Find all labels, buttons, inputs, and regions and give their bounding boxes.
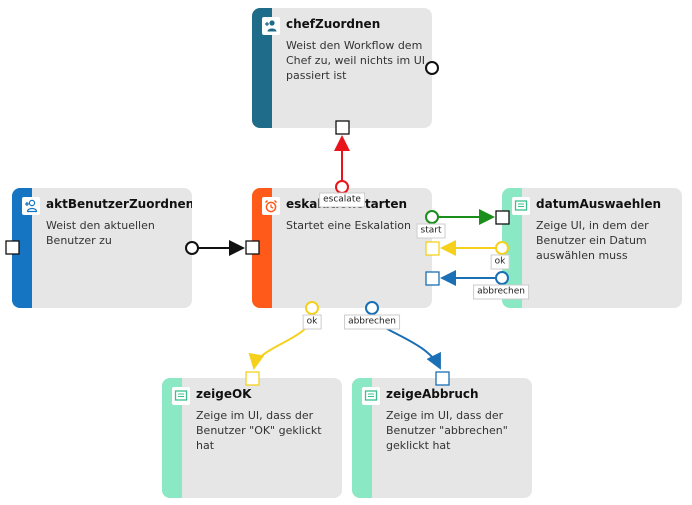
node-zeigeOK[interactable]: zeigeOK Zeige im UI, dass der Benutzer "…: [162, 378, 342, 498]
input-port[interactable]: [245, 240, 260, 255]
node-accent-bar: [252, 8, 272, 128]
abbrechen-output-port[interactable]: [365, 301, 379, 315]
node-accent-bar: [12, 188, 32, 308]
edge-label-start: start: [416, 223, 446, 239]
node-title: datumAuswaehlen: [536, 197, 662, 211]
node-title: zeigeAbbruch: [386, 387, 479, 401]
edge-label-abbrechen: abbrechen: [344, 314, 400, 330]
start-port[interactable]: [425, 210, 439, 224]
output-port[interactable]: [425, 61, 439, 75]
node-accent-bar: [352, 378, 372, 498]
person-add-icon: [22, 197, 40, 215]
node-zeigeAbbruch[interactable]: zeigeAbbruch Zeige im UI, dass der Benut…: [352, 378, 532, 498]
node-accent-bar: [162, 378, 182, 498]
abbrechen-output-port[interactable]: [495, 271, 509, 285]
node-title: aktBenutzerZuordnen: [46, 197, 192, 211]
node-accent-bar: [252, 188, 272, 308]
input-port[interactable]: [495, 210, 510, 225]
node-description: Weist den aktuellen Benutzer zu: [46, 219, 155, 247]
input-port[interactable]: [5, 240, 20, 255]
node-description: Weist den Workflow dem Chef zu, weil nic…: [286, 39, 426, 82]
output-port[interactable]: [185, 241, 199, 255]
form-icon: [512, 197, 530, 215]
input-port[interactable]: [245, 371, 260, 386]
node-eskalationStarten[interactable]: eskalationStarten Startet eine Eskalatio…: [252, 188, 432, 308]
edge-label-abbrechen: abbrechen: [473, 284, 529, 300]
edge-label-ok: ok: [490, 254, 510, 270]
input-port[interactable]: [435, 371, 450, 386]
input-port[interactable]: [335, 120, 350, 135]
edge-label-ok: ok: [302, 314, 322, 330]
escalate-port[interactable]: [335, 180, 349, 194]
node-description: Zeige im UI, dass der Benutzer "OK" gekl…: [196, 409, 322, 452]
node-aktBenutzerZuordnen[interactable]: aktBenutzerZuordnen Weist den aktuellen …: [12, 188, 192, 308]
form-icon: [362, 387, 380, 405]
node-title: zeigeOK: [196, 387, 252, 401]
node-description: Zeige im UI, dass der Benutzer "abbreche…: [386, 409, 508, 452]
ok-input-port[interactable]: [425, 241, 440, 256]
alarm-clock-icon: [262, 197, 280, 215]
node-description: Zeige UI, in dem der Benutzer ein Datum …: [536, 219, 649, 262]
node-datumAuswaehlen[interactable]: datumAuswaehlen Zeige UI, in dem der Ben…: [502, 188, 682, 308]
ok-output-port[interactable]: [495, 241, 509, 255]
node-description: Startet eine Eskalation: [286, 219, 411, 232]
node-title: chefZuordnen: [286, 17, 381, 31]
edge-label-escalate: escalate: [319, 192, 365, 208]
abbrechen-input-port[interactable]: [425, 271, 440, 286]
person-add-icon: [262, 17, 280, 35]
node-chefZuordnen[interactable]: chefZuordnen Weist den Workflow dem Chef…: [252, 8, 432, 128]
form-icon: [172, 387, 190, 405]
ok-output-port[interactable]: [305, 301, 319, 315]
